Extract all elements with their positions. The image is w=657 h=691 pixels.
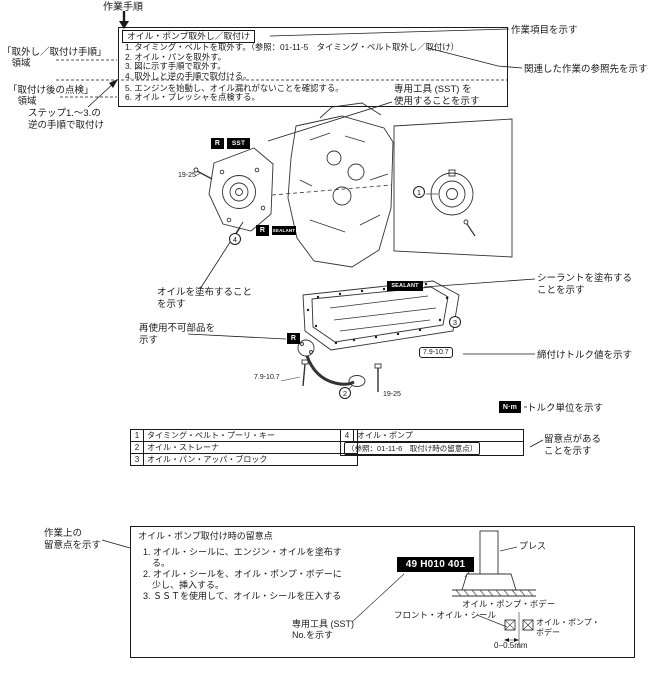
- press-label: プレス: [519, 541, 547, 551]
- oil-pan-drawing: [302, 280, 460, 351]
- callout-number-4: 4: [229, 233, 241, 245]
- callout-number-1: 1: [413, 186, 425, 198]
- callout-sealant: シーラントを塗布する ことを示す: [537, 273, 633, 296]
- procedure-step: 4. 取外しと逆の手順で取付ける。: [125, 70, 252, 81]
- callout-reference: 関連した作業の参照先を示す: [524, 64, 648, 75]
- part-name-cell: オイル・パン・アッパ・ブロック: [143, 453, 358, 466]
- region-label-inspection: 「取付け後の点検」 領域: [8, 85, 94, 107]
- clearance-dimension: 0−0.5mm: [494, 641, 528, 650]
- work-procedure-label: 作業手順: [103, 2, 143, 13]
- replace-badge: R: [256, 225, 269, 236]
- pump-body-label: オイル・ポンプ・ボデー: [462, 599, 556, 609]
- torque-value: 7.9-10.7: [254, 374, 280, 381]
- callout-precaution-pointer: 作業上の 留意点を示す: [44, 528, 102, 551]
- sst-number-badge: 49 H010 401: [397, 557, 474, 572]
- table-row: （参照：01-11-6 取付け時の留意点）: [340, 441, 524, 456]
- reference-note: （参照：01-11-6 取付け時の留意点）: [344, 442, 481, 455]
- callout-apply-oil: オイルを塗布すること を示す: [157, 287, 253, 310]
- callout-torque-unit: トルク単位を示す: [527, 403, 604, 414]
- callout-number-2: 2: [339, 387, 351, 399]
- procedure-box: オイル・ポンプ取外し／取付け 1. タイミング・ベルトを取外す。（参照：01-1…: [118, 27, 508, 107]
- table-row: 2 オイル・ストレーナ: [130, 441, 358, 454]
- reference-note-cell: （参照：01-11-6 取付け時の留意点）: [340, 441, 524, 456]
- pump-body-label: オイル・ポンプ・ ボデー: [536, 618, 600, 637]
- notes-steps: 1. オイル・シールに、エンジン・オイルを塗布す る。 2. オイル・シールを、…: [143, 547, 342, 601]
- replace-badge: R: [211, 138, 224, 149]
- sst-number-label: 専用工具 (SST) No.を示す: [292, 619, 354, 640]
- part-number-cell: 1: [130, 429, 144, 442]
- procedure-step: 6. オイル・プレッシャを点検する。: [125, 92, 260, 102]
- callout-work-item: 作業項目を示す: [511, 25, 578, 36]
- notes-title: オイル・ポンプ取付け時の留意点: [138, 531, 273, 541]
- parts-table-right: 4 オイル・ポンプ （参照：01-11-6 取付け時の留意点）: [340, 429, 524, 456]
- torque-value: 19-25: [178, 172, 196, 179]
- callout-torque-value: 締付けトルク値を示す: [537, 350, 633, 361]
- part-name-cell: タイミング・ベルト・プーリ・キー: [143, 429, 358, 442]
- front-seal-label: フロント・オイル・シール: [394, 610, 497, 620]
- reverse-steps-label: ステップ1.～3.の 逆の手順で取付け: [28, 108, 105, 131]
- part-number-cell: 4: [340, 429, 354, 442]
- sealant-badge: SEALANT: [272, 226, 296, 235]
- procedure-title: オイル・ポンプ取外し／取付け: [122, 30, 255, 43]
- sst-badge: SST: [227, 138, 250, 149]
- part-number-cell: 2: [130, 441, 144, 454]
- notes-box: [130, 526, 635, 658]
- replace-badge: R: [287, 333, 300, 344]
- part-number-cell: 3: [130, 453, 144, 466]
- sealant-badge: SEALANT: [387, 281, 423, 291]
- torque-value: 7.9-10.7: [419, 347, 453, 358]
- callout-number-3: 3: [449, 316, 461, 328]
- engine-block-drawing: [193, 102, 394, 268]
- pulley-inset-drawing: [393, 118, 513, 258]
- torque-value: 19-25: [383, 391, 401, 398]
- table-row: 1 タイミング・ベルト・プーリ・キー: [130, 429, 358, 442]
- table-row: 3 オイル・パン・アッパ・ブロック: [130, 453, 358, 466]
- callout-non-reusable: 再使用不可部品を 示す: [139, 323, 216, 346]
- callout-sst-usage: 専用工具 (SST) を 使用することを示す: [394, 84, 480, 107]
- table-row: 4 オイル・ポンプ: [340, 429, 524, 442]
- procedure-step: 5. エンジンを始動し、オイル漏れがないことを確認する。: [125, 82, 344, 93]
- callout-note: 留意点がある ことを示す: [544, 434, 602, 457]
- procedure-step: 1. タイミング・ベルトを取外す。（参照：01-11-5 タイミング・ベルト取外…: [125, 42, 460, 52]
- region-label-removal: 「取外し／取付け手順」 領域: [2, 47, 107, 69]
- procedure-step: 2. オイル・パンを取外す。: [125, 51, 227, 62]
- part-name-cell: オイル・ストレーナ: [143, 441, 358, 454]
- parts-table-left: 1 タイミング・ベルト・プーリ・キー 2 オイル・ストレーナ 3 オイル・パン・…: [130, 429, 358, 466]
- procedure-step: 3. 図に示す手順で取外す。: [125, 61, 226, 71]
- torque-unit-badge: N·m: [499, 401, 521, 413]
- part-name-cell: オイル・ポンプ: [353, 429, 524, 442]
- oil-strainer-drawing: [280, 339, 382, 392]
